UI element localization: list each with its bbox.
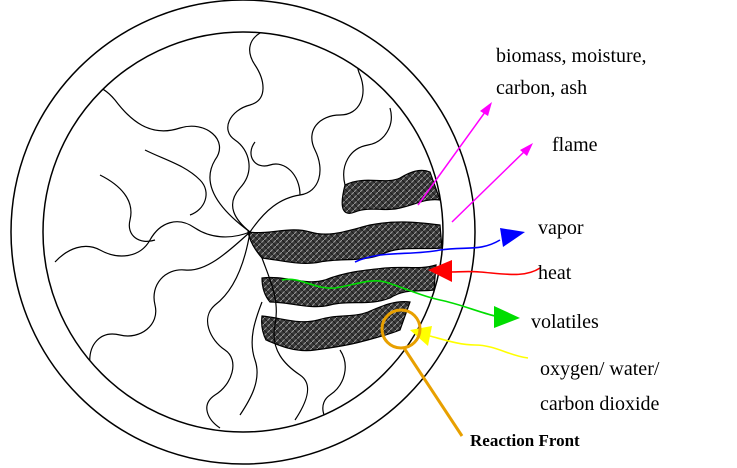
flame-arrow [452, 143, 533, 222]
reaction-front-pointer [404, 348, 462, 436]
heat-arrow [428, 260, 540, 282]
products-label-line2: carbon, ash [496, 77, 587, 99]
reactant-label-line2: carbon dioxide [540, 393, 660, 415]
char-band [248, 222, 442, 263]
char-layer [248, 170, 442, 350]
char-band [342, 170, 440, 213]
heat-label: heat [538, 262, 572, 284]
products-label-line1: biomass, moisture, [496, 45, 647, 67]
reaction-front-label: Reaction Front [470, 431, 580, 450]
reactant-arrow [410, 326, 528, 358]
products-arrow [418, 102, 492, 205]
flame-label: flame [552, 134, 598, 156]
vapor-label: vapor [538, 217, 584, 239]
fibre-lines [55, 32, 391, 428]
volatiles-label: volatiles [531, 311, 599, 333]
reactant-label-line1: oxygen/ water/ [540, 358, 660, 380]
